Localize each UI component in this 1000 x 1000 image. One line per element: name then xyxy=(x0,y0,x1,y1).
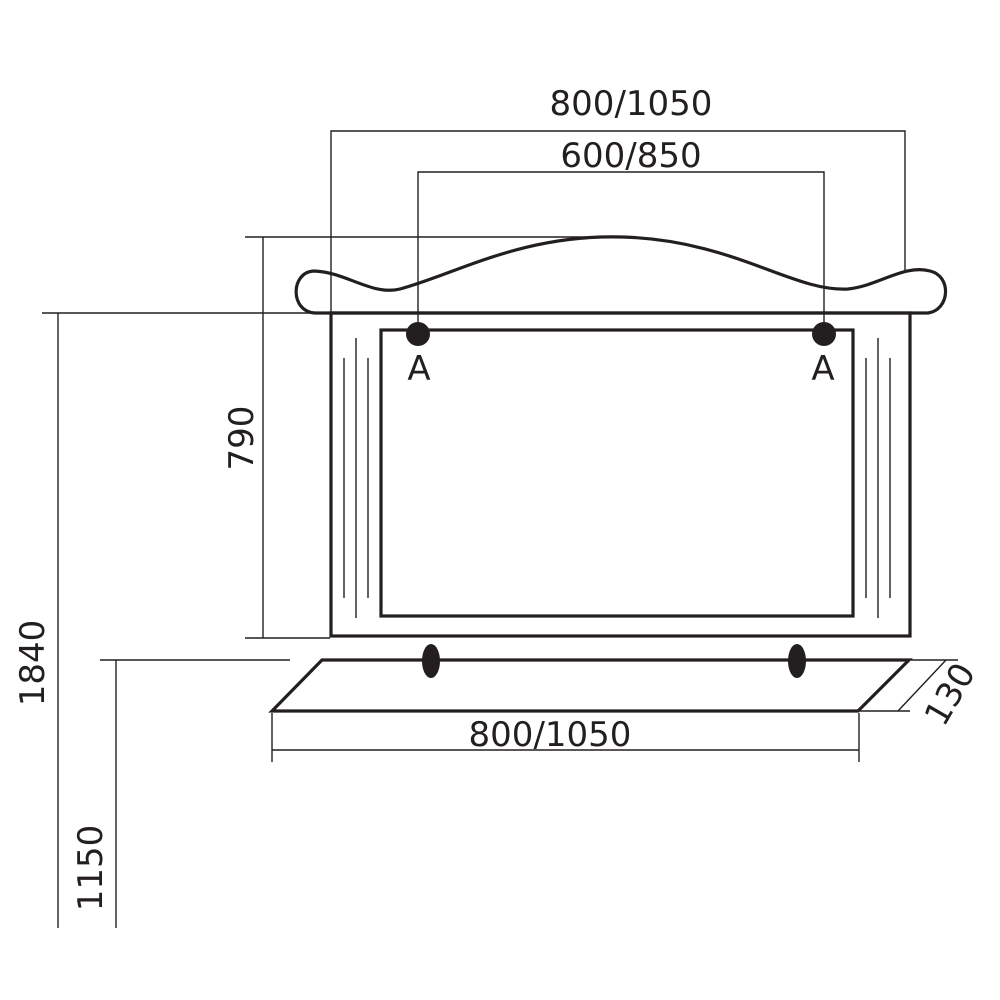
mounting-hook-left: A xyxy=(406,322,431,389)
shelf-width-dimension: 800/1050 xyxy=(271,713,860,762)
hook-left-dot xyxy=(406,322,430,346)
top-width-label: 800/1050 xyxy=(550,84,713,124)
mirror-height-label: 790 xyxy=(222,406,262,471)
mirror-glass xyxy=(379,328,855,618)
crown-cornice xyxy=(294,235,948,315)
shelf-height-label: 1150 xyxy=(71,825,111,912)
total-height-label: 1840 xyxy=(13,620,53,707)
mounting-hook-right: A xyxy=(811,322,836,389)
shelf-depth-dimension: 130 xyxy=(860,656,984,733)
mirror-height-dimension: 790 xyxy=(222,236,622,639)
hook-spacing-dimension: 600/850 xyxy=(417,136,825,332)
hook-right-label: A xyxy=(811,349,834,389)
frame-grooves-right xyxy=(865,338,891,618)
shelf xyxy=(268,658,913,713)
hook-left-label: A xyxy=(407,349,430,389)
top-width-dimension: 800/1050 xyxy=(330,84,906,316)
shelf-height-dimension: 1150 xyxy=(71,659,290,928)
mirror-frame xyxy=(329,311,912,638)
shelf-depth-label: 130 xyxy=(917,656,984,732)
total-height-dimension: 1840 xyxy=(13,312,330,928)
hook-spacing-label: 600/850 xyxy=(560,136,701,176)
frame-grooves-left xyxy=(343,338,369,618)
shelf-width-label: 800/1050 xyxy=(469,715,632,755)
hook-right-dot xyxy=(812,322,836,346)
shelf-bracket-left xyxy=(422,644,440,678)
shelf-bracket-right xyxy=(788,644,806,678)
